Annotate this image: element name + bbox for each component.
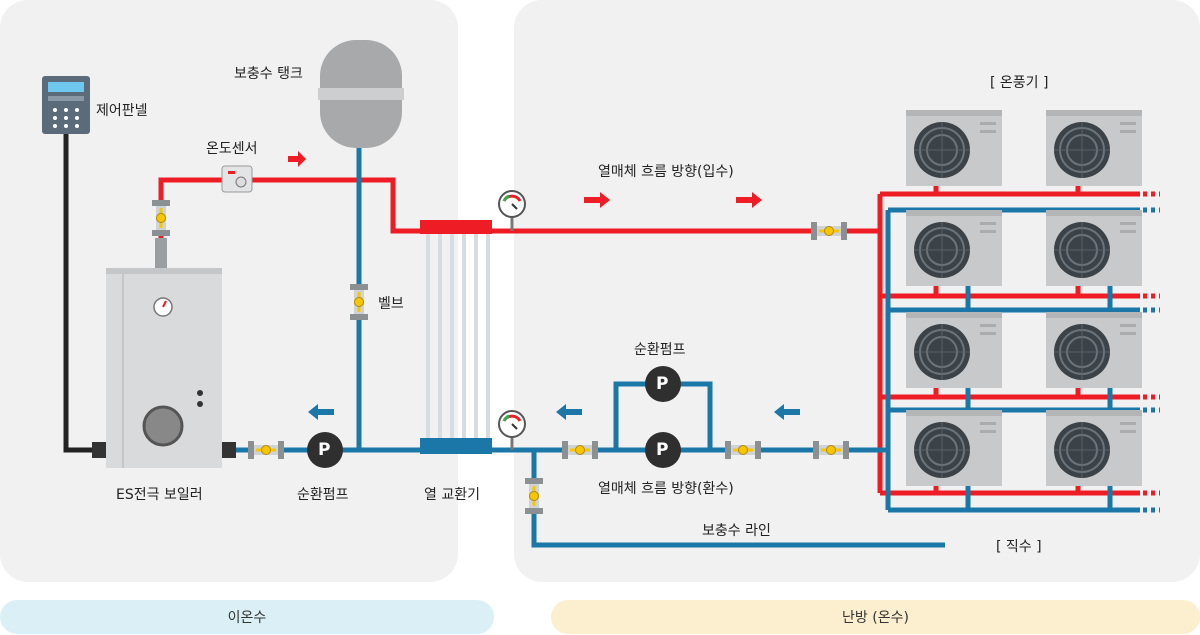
footer-heating-label: 난방 (온수): [842, 610, 909, 626]
control-panel-icon: [42, 76, 90, 134]
boiler-icon: [106, 268, 222, 468]
footer-primary-pill: 이온수: [0, 600, 494, 634]
temp-sensor-label: 온도센서: [206, 141, 258, 157]
makeup-line-label: 보충수 라인: [702, 523, 771, 539]
supply-pipe-heating: [492, 184, 1160, 496]
pump-primary-label: 순환펌프: [297, 487, 349, 503]
expansion-tank-icon: [318, 40, 404, 148]
direct-water-label: [ 직수 ]: [996, 539, 1042, 555]
control-cable: [63, 132, 106, 453]
boiler-left-flange: [92, 442, 108, 458]
pump-icon: [307, 366, 681, 468]
pump-secondary-top-symbol: P: [656, 374, 669, 394]
valve-label: 벨브: [378, 296, 404, 312]
flow-arrow-icon: [288, 151, 800, 420]
boiler-exhaust: [155, 238, 167, 268]
fan-heater-label: [ 온풍기 ]: [990, 75, 1049, 91]
control-panel-label: 제어판넬: [96, 103, 148, 119]
boiler-right-flange: [220, 442, 236, 458]
pump-primary-symbol: P: [318, 440, 331, 460]
footer-primary-label: 이온수: [227, 610, 267, 626]
footer-heating-pill: 난방 (온수): [551, 600, 1200, 634]
supply-pipe-primary: [158, 177, 420, 268]
expansion-tank-label: 보충수 탱크: [234, 66, 303, 82]
heat-exchanger-label: 열 교환기: [424, 487, 480, 503]
heat-exchanger-icon: [420, 220, 492, 454]
flow-return-label: 열매체 흐름 방향(환수): [598, 481, 734, 497]
flow-supply-label: 열매체 흐름 방향(입수): [598, 164, 734, 180]
thermometer-icon: [221, 165, 253, 193]
pump-secondary-label: 순환펌프: [634, 342, 686, 358]
valve-icon: [150, 198, 851, 516]
pump-secondary-bottom-symbol: P: [656, 440, 669, 460]
pressure-gauge-icon: [497, 189, 527, 450]
boiler-label: ES전극 보일러: [116, 487, 203, 503]
